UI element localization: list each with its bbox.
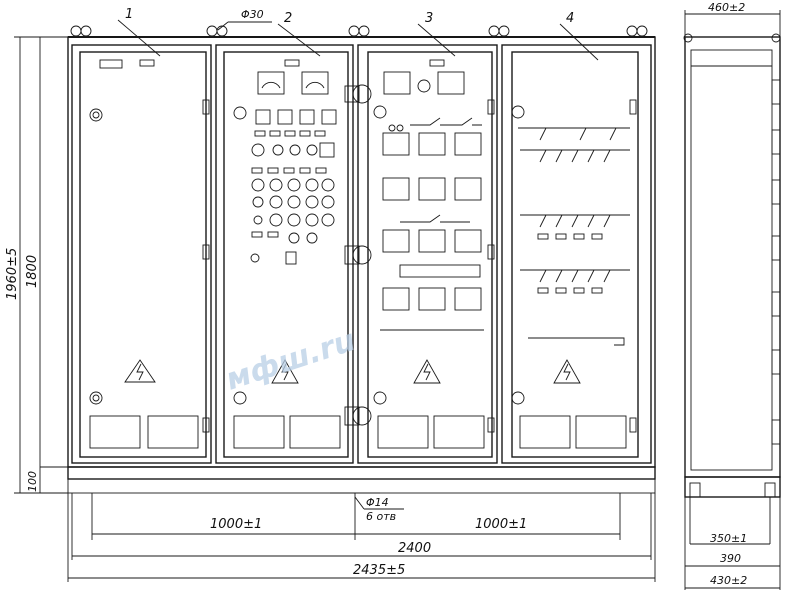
- panel-4: [501, 44, 652, 464]
- bottom-dimensions: 1000±1 1000±1 Φ14 6 отв 2400 2435±5: [67, 493, 656, 582]
- panel-2-instrument-grid: [250, 109, 337, 265]
- panel-3-meters: [380, 117, 484, 331]
- dim-base-height: 100: [26, 471, 39, 492]
- dim-height-inner: 1800: [25, 255, 40, 288]
- dim-width-total: 2435±5: [353, 563, 405, 578]
- watermark: мфш.ru: [222, 323, 360, 398]
- dim-side-2: 390: [720, 552, 741, 565]
- side-dimensions: 460±2 350±1 390 430±2: [684, 1, 781, 590]
- panel-1: [71, 44, 212, 464]
- panel-2: [215, 44, 354, 464]
- panel-label-4: 4: [566, 11, 574, 26]
- side-view: [683, 33, 781, 498]
- dim-side-1: 350±1: [710, 532, 747, 545]
- cabinet-frame: [67, 36, 656, 468]
- panel-labels: 1 2 3 4: [117, 7, 599, 61]
- panel-label-2: 2: [284, 11, 292, 26]
- dim-side-top: 460±2: [708, 1, 745, 14]
- hinges-2-3: [344, 84, 372, 426]
- dim-hole-count: 6 отв: [366, 510, 396, 523]
- dim-hole-top: Φ30: [241, 8, 264, 21]
- dim-height-total: 1960±5: [5, 248, 20, 300]
- dim-side-3: 430±2: [710, 574, 747, 587]
- lifting-eyes: [70, 25, 648, 37]
- panel-label-1: 1: [125, 7, 133, 22]
- dim-hole-bottom: Φ14: [366, 496, 389, 509]
- left-dimensions: 1960±5 1800 100: [5, 36, 68, 494]
- panel-3: [357, 44, 498, 464]
- dim-span-left: 1000±1: [210, 517, 262, 532]
- dim-width-inner: 2400: [398, 541, 431, 556]
- panel-label-3: 3: [425, 11, 433, 26]
- base-plinth: [67, 466, 656, 480]
- panel-4-breakers: [518, 127, 630, 346]
- dim-span-right: 1000±1: [475, 517, 527, 532]
- base-channel: [67, 478, 656, 494]
